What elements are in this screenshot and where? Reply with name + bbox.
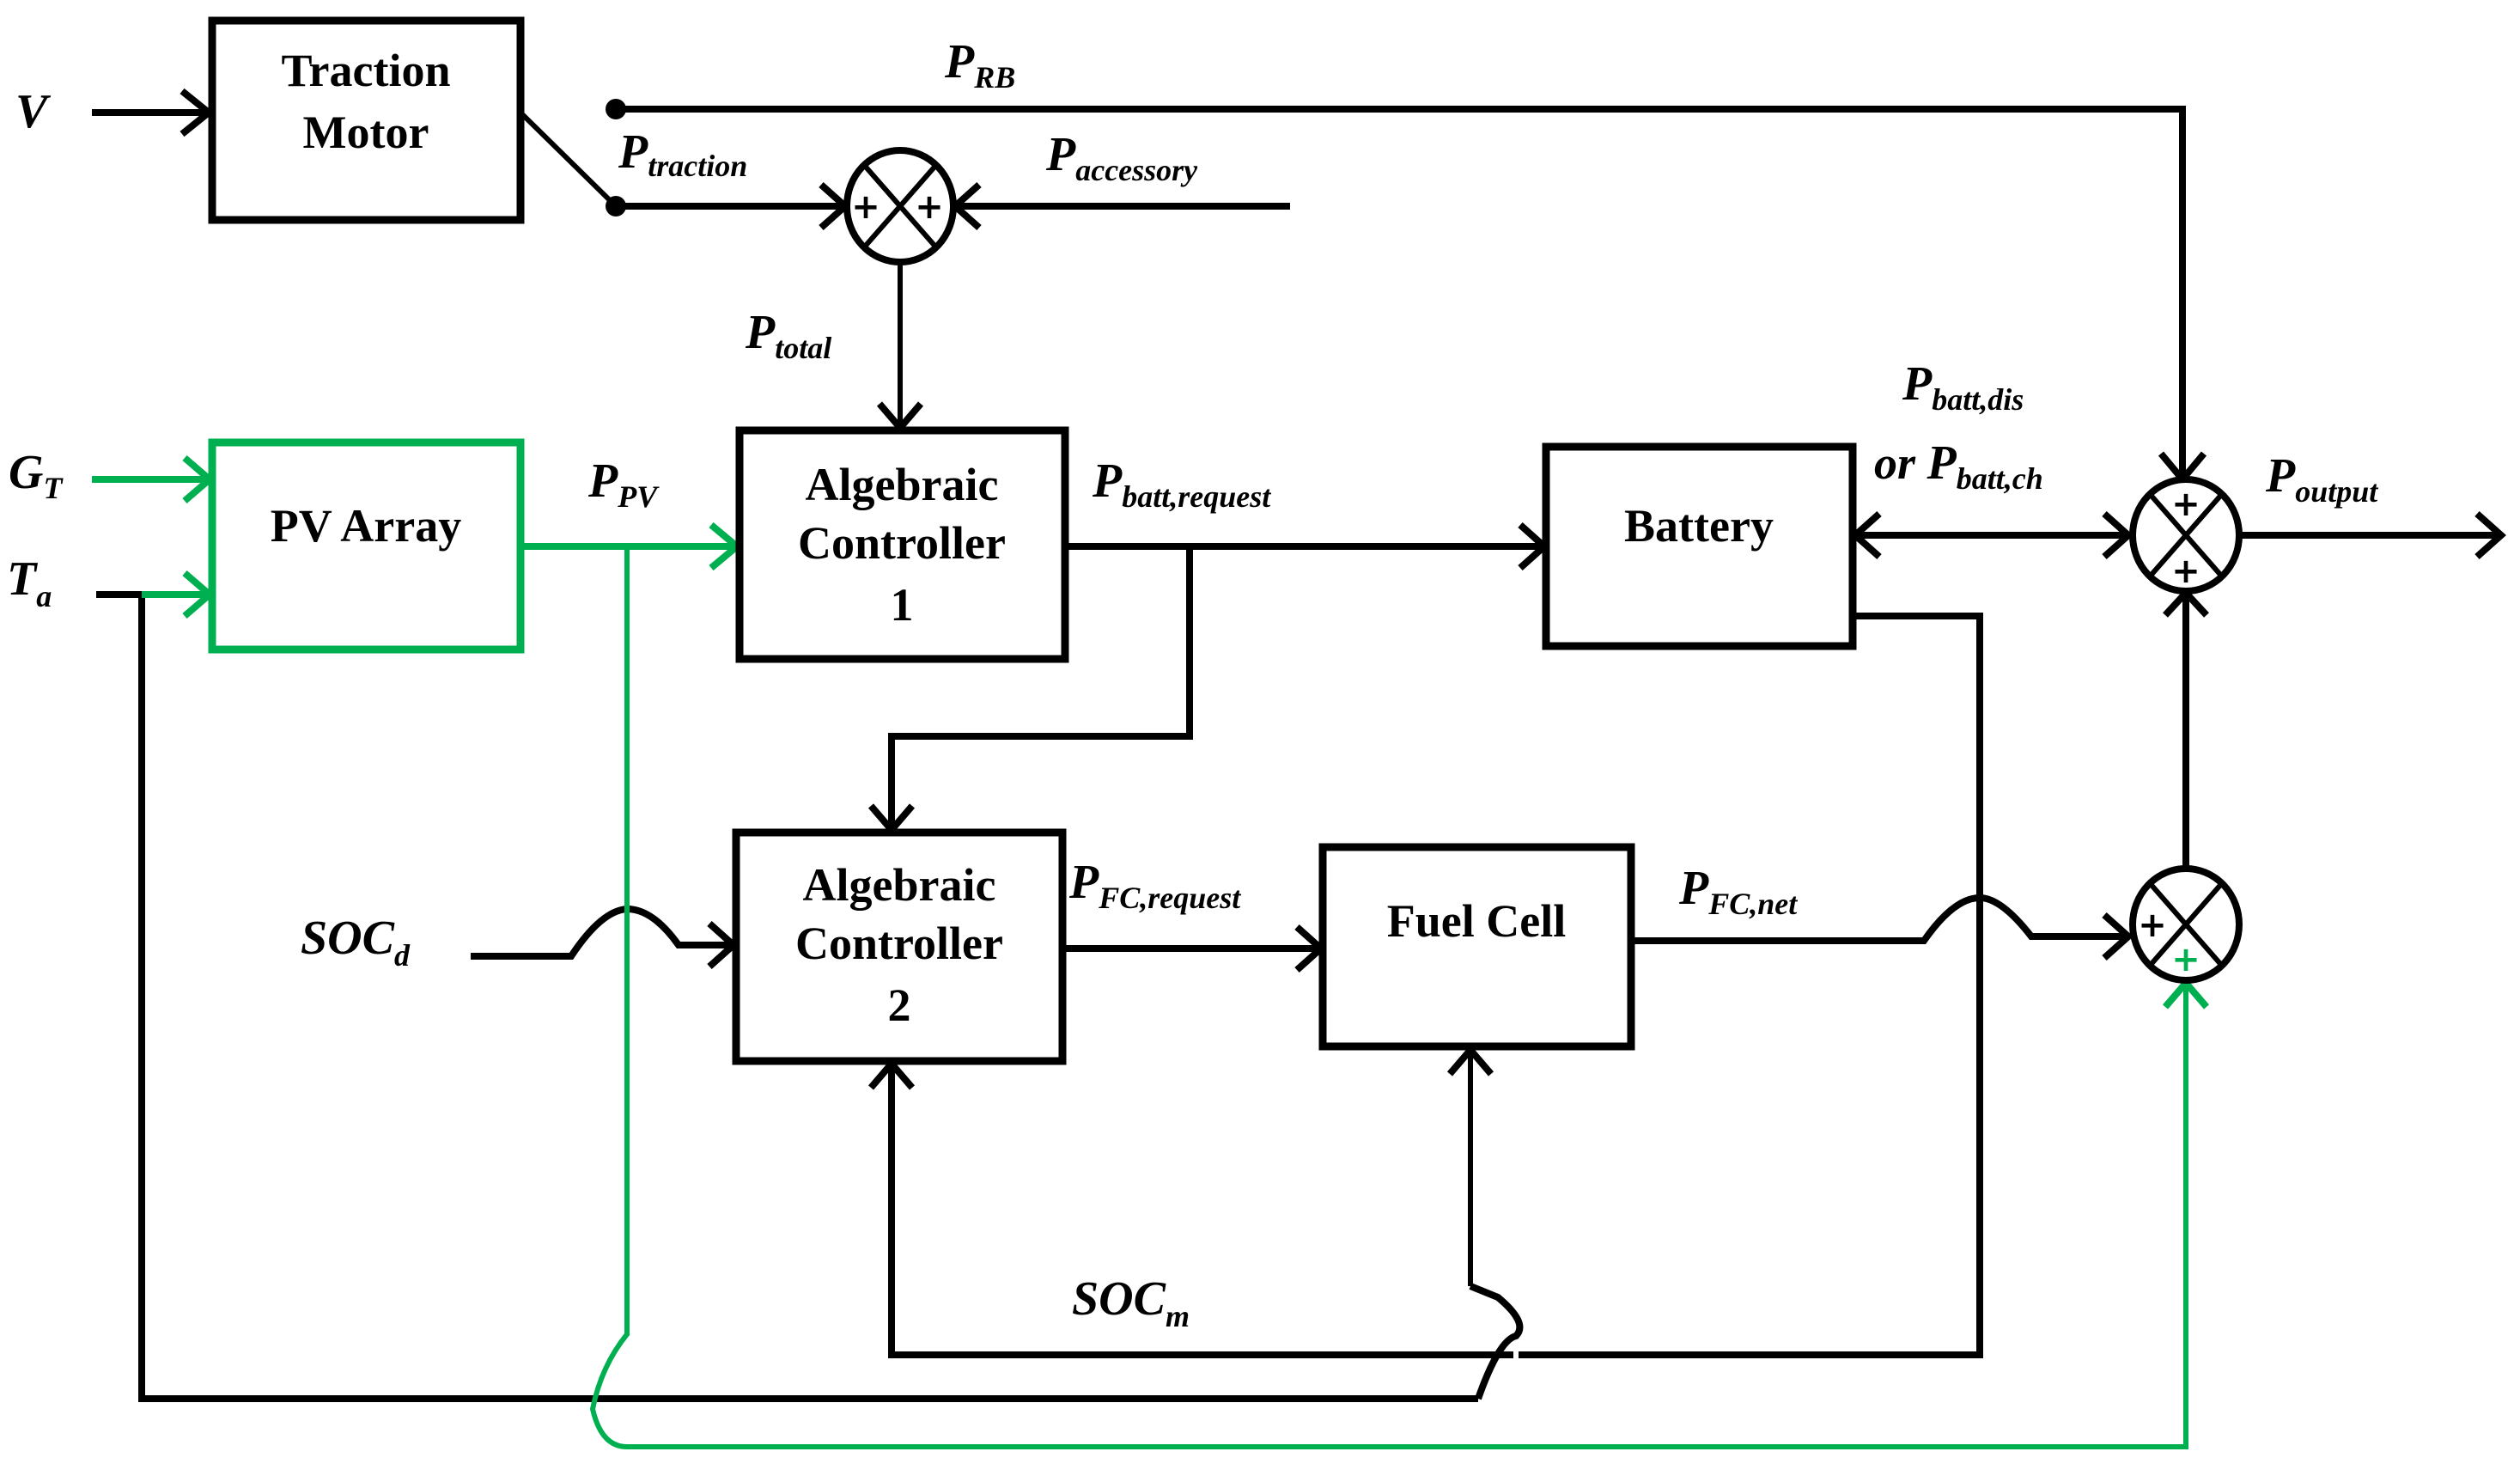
ta-input-arrow [96,570,216,619]
ac1-label-line2: Controller [798,517,1006,569]
svg-text:Ptraction: Ptraction [618,125,747,183]
p-rb-wire [616,106,2207,485]
sum-total-left-sign: + [851,187,880,227]
sum-fc-pv-junction: + + [2129,865,2243,984]
svg-text:PFC,request: PFC,request [1068,856,1241,915]
p-batt-dis-label: Pbatt,dis [1902,357,2024,417]
fuel-cell-label: Fuel Cell [1387,895,1566,947]
svg-text:Paccessory: Paccessory [1045,128,1198,187]
svg-text:SOCd: SOCd [301,912,411,973]
sum-link-wire [2163,588,2209,867]
svg-text:PRB: PRB [944,35,1015,95]
sum-fc-pv-left-sign: + [2138,906,2167,945]
ac2-label-line1: Algebraic [803,859,996,911]
svg-text:Pbatt,request: Pbatt,request [1092,454,1271,514]
gt-input-arrow [92,454,216,504]
pv-array-block: PV Array [208,438,525,654]
svg-text:PFC,net: PFC,net [1678,862,1798,921]
battery-label: Battery [1624,500,1774,552]
sum-output-top-sign: + [2171,485,2200,524]
sum-output-bottom-sign: + [2171,552,2200,591]
algebraic-controller-2-block: Algebraic Controller 2 [732,828,1067,1065]
p-batt-request-label: Pbatt,request [1092,454,1271,514]
p-fc-request-label: PFC,request [1068,856,1241,915]
ac1-label-line1: Algebraic [806,459,999,510]
gt-label: GT [9,446,64,505]
soc-d-wire [471,905,740,969]
p-fc-net-label: PFC,net [1678,862,1798,921]
svg-text:Poutput: Poutput [2265,449,2378,509]
svg-text:SOCm: SOCm [1072,1272,1190,1333]
p-rb-label: PRB [944,35,1015,95]
soc-m-label: SOCm [1072,1272,1190,1333]
svg-text:Ptotal: Ptotal [745,306,831,365]
battery-power-wire [1849,511,2134,559]
v-input-arrow [92,88,215,137]
svg-text:GT: GT [9,446,64,505]
sum-total-junction: + + [843,147,957,265]
p-pv-label: PPV [587,454,660,514]
p-batt-request-wire [1065,522,1550,570]
v-label: V [15,85,52,138]
sum-total-right-sign: + [915,187,944,227]
ta-label: Ta [7,552,52,613]
svg-text:V: V [15,85,52,138]
p-output-wire [2242,511,2507,559]
soc-d-label: SOCd [301,912,411,973]
svg-text:Ta: Ta [7,552,52,613]
p-traction-label: Ptraction [618,125,747,183]
traction-motor-label-line1: Traction [282,45,451,96]
fuel-cell-block: Fuel Cell [1318,843,1635,1051]
p-traction-wire [616,182,851,230]
p-output-label: Poutput [2265,449,2378,509]
battery-block: Battery [1542,442,1857,650]
p-accessory-wire [949,182,1290,230]
ac2-label-line2: Controller [795,918,1003,969]
p-total-wire [876,262,924,434]
ac1-label-line3: 1 [891,579,914,631]
pv-array-label: PV Array [271,500,461,552]
traction-motor-label-line2: Motor [303,107,429,158]
algebraic-controller-1-block: Algebraic Controller 1 [735,426,1069,663]
regen-switch [518,99,626,217]
svg-text:or Pbatt,ch: or Pbatt,ch [1874,436,2043,496]
p-batt-ch-label: or Pbatt,ch [1874,436,2043,496]
ac2-label-line3: 2 [888,979,911,1031]
p-fc-request-wire [1062,924,1327,973]
p-accessory-label: Paccessory [1045,128,1198,187]
p-total-label: Ptotal [745,306,831,365]
svg-text:Pbatt,dis: Pbatt,dis [1902,357,2024,417]
sum-fc-pv-bottom-sign: + [2171,940,2200,979]
p-fc-net-wire [1631,894,2134,961]
svg-text:PPV: PPV [587,454,660,514]
traction-motor-block: Traction Motor [208,16,525,224]
sum-output-junction: + + [2129,476,2243,595]
